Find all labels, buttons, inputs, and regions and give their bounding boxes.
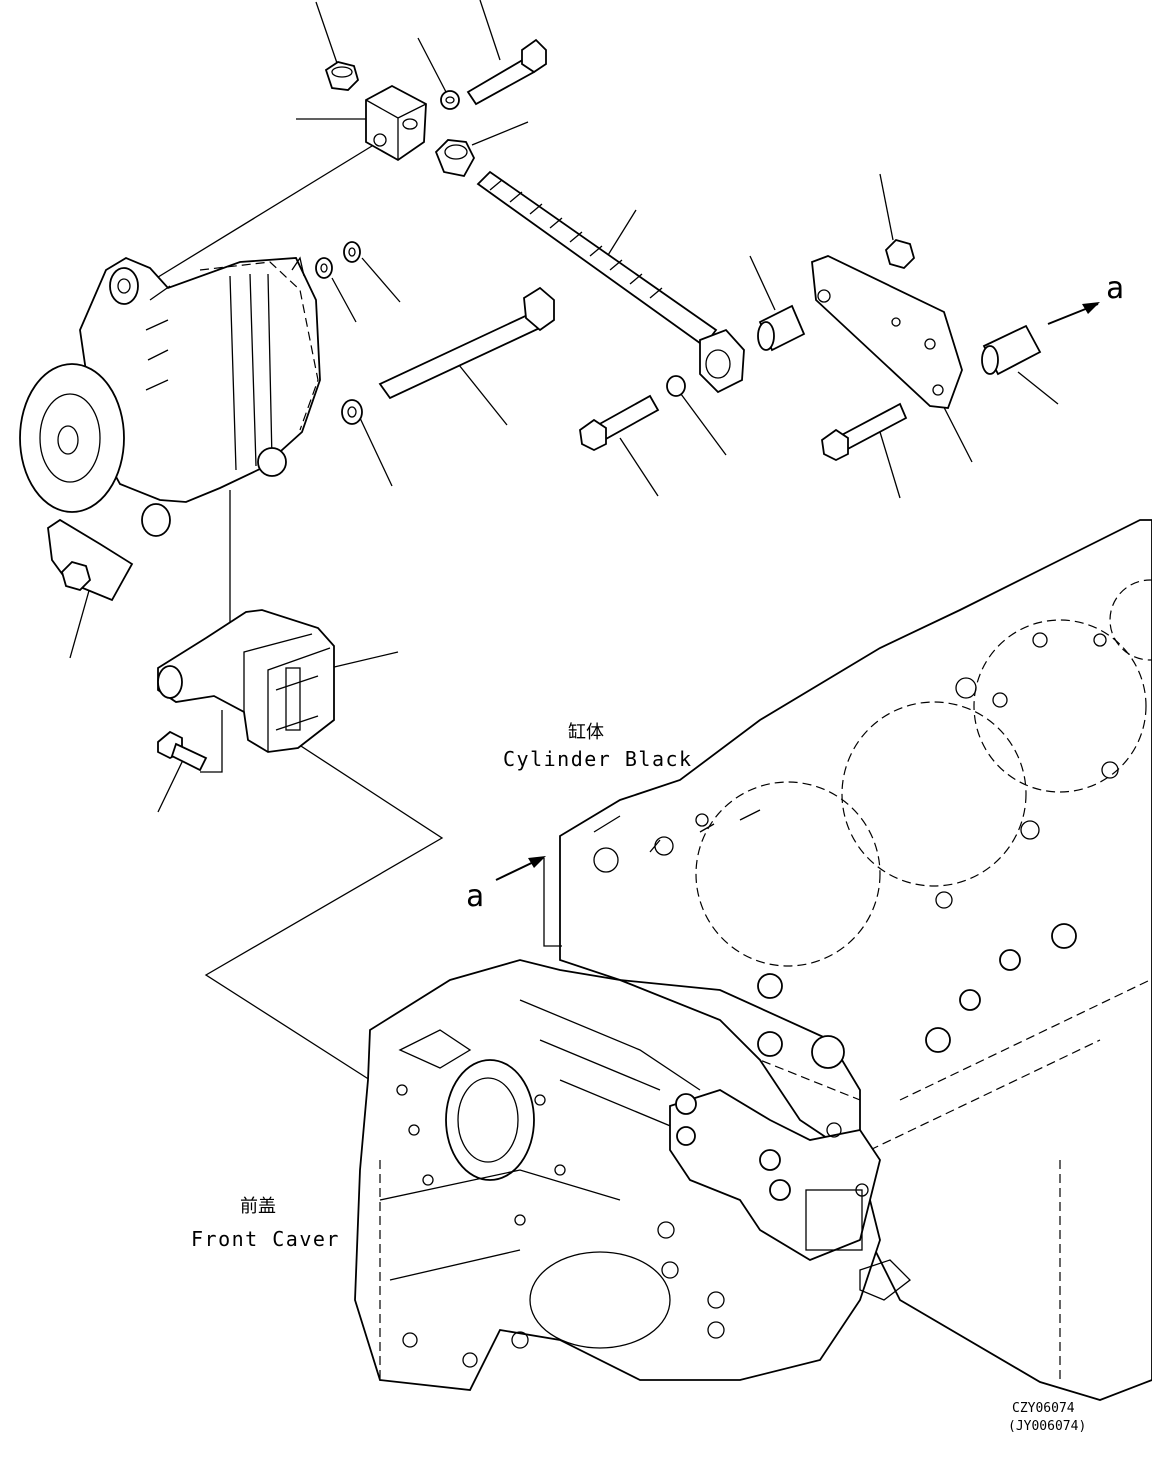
cylinder-block-label-cn: 缸体 — [568, 721, 604, 743]
bracket-bolt — [157, 730, 208, 772]
alternator — [19, 256, 321, 537]
drawing-code-secondary: (JY006074) — [1008, 1419, 1086, 1434]
front-cover-label-cn: 前盖 — [240, 1196, 276, 1217]
collar-right — [981, 324, 1042, 376]
nut-top-left — [324, 61, 360, 91]
nut-right — [884, 238, 916, 270]
bolt-top — [466, 38, 547, 106]
washer-mid-2 — [343, 241, 361, 263]
bolt-mid — [579, 394, 660, 452]
spacer-collar — [757, 304, 806, 352]
adjusting-rod — [476, 170, 745, 394]
wire-guard — [47, 518, 134, 602]
view-arrow-top: a — [1047, 271, 1124, 325]
washer-mid — [315, 257, 333, 279]
view-label-a-mid: a — [466, 879, 484, 914]
washer-top — [440, 90, 460, 110]
mounting-plate — [811, 255, 963, 409]
nut-top-mid — [434, 139, 476, 178]
spacer-block — [365, 84, 427, 162]
view-arrow-mid: a — [466, 856, 562, 947]
long-bolt — [378, 286, 555, 400]
view-label-a-top: a — [1106, 271, 1124, 306]
front-cover-label-en: Front Caver — [191, 1227, 340, 1251]
leader-lines — [69, 0, 1059, 1081]
washer-lower — [341, 399, 363, 425]
front-cover — [354, 959, 911, 1391]
drawing-code: CZY06074 — [1012, 1401, 1075, 1416]
alternator-bracket — [157, 609, 335, 753]
cylinder-block — [559, 519, 1152, 1401]
washer-right — [666, 375, 686, 397]
bolt-right — [821, 402, 908, 462]
cylinder-block-label-en: Cylinder Black — [503, 747, 693, 771]
